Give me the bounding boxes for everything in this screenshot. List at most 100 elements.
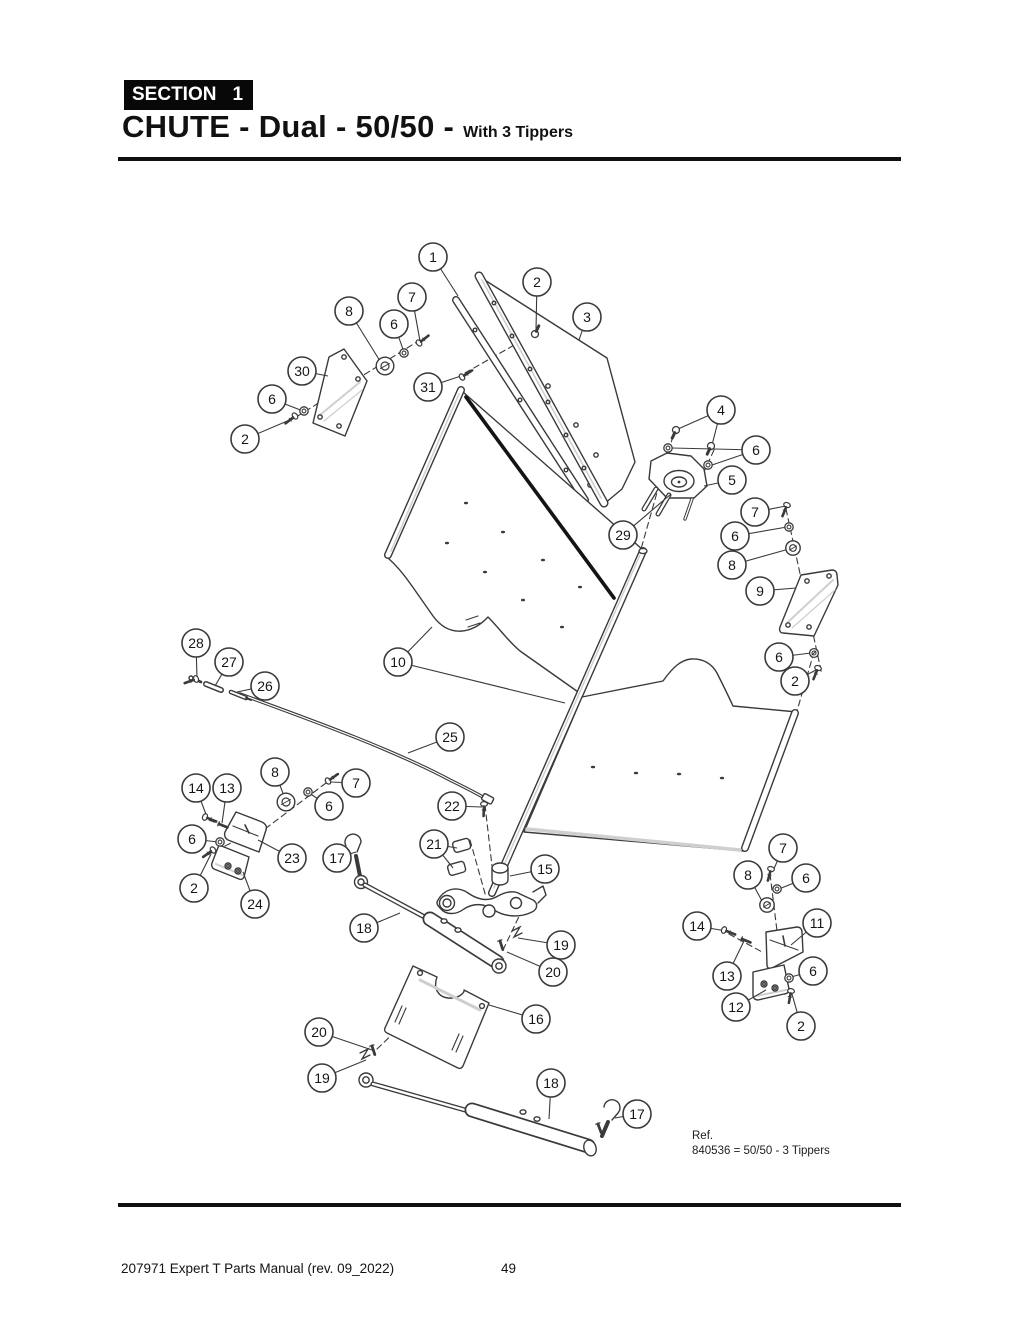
svg-text:4: 4 [717,402,725,418]
callout-2: 2 [230,424,260,454]
page-title-line: CHUTE - Dual - 50/50 - With 3 Tippers [122,109,573,145]
screw-part [201,846,217,859]
footer-rule [118,1203,901,1207]
svg-text:21: 21 [426,836,442,852]
callout-30: 30 [287,356,317,386]
svg-text:8: 8 [271,764,279,780]
callout-26: 26 [250,671,280,701]
washer-part [772,884,782,894]
screw-part [284,412,299,425]
section-badge: SECTION 1 [124,80,254,110]
pin-part [369,1044,377,1056]
callout-1: 1 [418,242,448,272]
callout-24: 24 [240,889,270,919]
callout-22: 22 [437,791,467,821]
hardware-parts [183,324,822,1134]
clip-part [359,1047,371,1061]
screw-part [458,369,474,381]
callout-9: 9 [745,576,775,606]
svg-text:6: 6 [390,316,398,332]
callout-7: 7 [768,833,798,863]
callout-2: 2 [522,267,552,297]
svg-text:20: 20 [545,964,561,980]
callout-6: 6 [177,824,207,854]
washer-part [215,837,225,847]
bracket-30 [312,348,368,437]
svg-text:16: 16 [528,1011,544,1027]
footer-text: 207971 Expert T Parts Manual (rev. 09_20… [121,1261,395,1276]
svg-text:2: 2 [241,431,249,447]
svg-text:9: 9 [756,583,764,599]
svg-text:7: 7 [352,775,360,791]
svg-text:2: 2 [190,880,198,896]
svg-text:25: 25 [442,729,458,745]
washer-part [784,522,794,532]
nut-part [808,647,820,659]
svg-text:7: 7 [408,289,416,305]
chute-edge-strip [474,271,609,508]
page-subtitle: With 3 Tippers [463,124,573,141]
callout-5: 5 [717,465,747,495]
callout-17: 17 [322,843,352,873]
svg-text:29: 29 [615,527,631,543]
svg-text:5: 5 [728,472,736,488]
screw-part [766,865,775,882]
svg-text:1: 1 [429,249,437,265]
washer-part [299,406,309,416]
screw-part [480,800,488,818]
callout-3: 3 [572,302,602,332]
callout-27: 27 [214,647,244,677]
svg-text:8: 8 [728,557,736,573]
callout-6: 6 [379,309,409,339]
svg-text:17: 17 [329,850,345,866]
callout-2: 2 [179,873,209,903]
washer-part [663,443,673,453]
cylinder-upper-18 [344,833,507,974]
pin-part [497,939,505,951]
svg-text:26: 26 [257,678,273,694]
assembly-axes [206,326,823,1050]
callout-13: 13 [212,773,242,803]
svg-text:24: 24 [247,896,263,912]
bushing-part [375,356,395,376]
svg-text:6: 6 [752,442,760,458]
callout-6: 6 [798,956,828,986]
callout-8: 8 [717,550,747,580]
svg-text:15: 15 [537,861,553,877]
pin-part [217,821,229,829]
callout-7: 7 [341,768,371,798]
bracket-11-12 [752,926,804,1001]
svg-text:20: 20 [311,1024,327,1040]
svg-text:6: 6 [802,870,810,886]
capscrew-part [530,324,541,339]
svg-text:7: 7 [779,840,787,856]
svg-text:6: 6 [268,391,276,407]
svg-text:6: 6 [775,649,783,665]
screw-part [812,664,822,681]
page-number: 49 [501,1261,517,1276]
washer-part [399,348,409,358]
svg-text:28: 28 [188,635,204,651]
callout-14: 14 [682,911,712,941]
page-title: CHUTE - Dual - 50/50 - [122,109,455,144]
callout-6: 6 [257,384,287,414]
callout-19: 19 [546,930,576,960]
header-rule [118,157,901,161]
svg-text:10: 10 [390,654,406,670]
callout-17: 17 [622,1099,652,1129]
callout-11: 11 [802,908,832,938]
svg-text:30: 30 [294,363,310,379]
capscrew-part [705,441,716,456]
wear-strip-1 [452,296,589,504]
callout-6: 6 [764,642,794,672]
callout-18: 18 [349,913,379,943]
callout-19: 19 [307,1063,337,1093]
reference-line1: Ref. [692,1130,714,1142]
washer-part [303,787,313,797]
callout-18: 18 [536,1068,566,1098]
svg-text:12: 12 [728,999,744,1015]
callout-2: 2 [780,666,810,696]
screw-part [183,675,200,685]
callout-13: 13 [712,961,742,991]
svg-text:18: 18 [543,1075,559,1091]
